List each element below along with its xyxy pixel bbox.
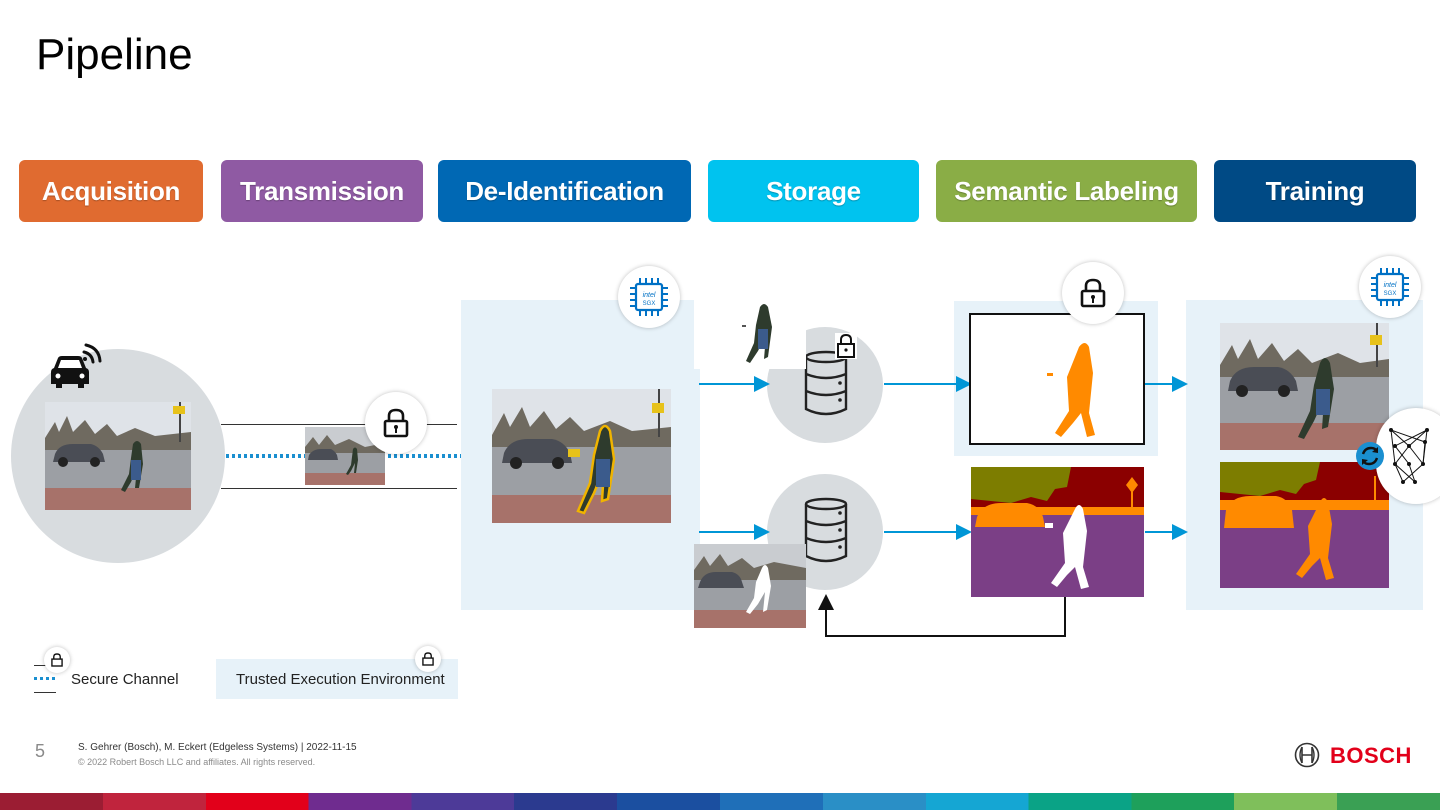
de-identification-photo bbox=[492, 389, 671, 523]
stage-storage: Storage bbox=[708, 160, 919, 222]
sgx-label-text: SGX bbox=[643, 301, 656, 307]
sgx-brand-text: intel bbox=[643, 292, 656, 299]
wireless-signal-icon bbox=[82, 343, 102, 364]
legend-secure-channel: Secure Channel bbox=[71, 671, 179, 688]
intel-sgx-chip-icon: intel SGX bbox=[1371, 268, 1409, 306]
sgx-label-text: SGX bbox=[1384, 291, 1397, 297]
training-sgx-badge: intel SGX bbox=[1359, 256, 1421, 318]
de-identification-sgx-badge: intel SGX bbox=[618, 266, 680, 328]
footer-authors: S. Gehrer (Bosch), M. Eckert (Edgeless S… bbox=[78, 742, 357, 753]
labeling-person-mask bbox=[969, 313, 1145, 445]
transmission-line-bottom bbox=[221, 488, 457, 489]
bosch-logo-icon bbox=[1294, 742, 1320, 768]
stage-semantic-labeling: Semantic Labeling bbox=[936, 160, 1197, 222]
footer-copyright: © 2022 Robert Bosch LLC and affiliates. … bbox=[78, 757, 316, 767]
bottom-color-bar bbox=[0, 793, 1440, 810]
stage-de-identification: De-Identification bbox=[438, 160, 691, 222]
labeling-lock-badge bbox=[1062, 262, 1124, 324]
legend-tee-lock-badge bbox=[415, 646, 441, 672]
transmission-line-top bbox=[221, 424, 457, 425]
storage-anonymized-photo bbox=[694, 544, 806, 628]
stage-training: Training bbox=[1214, 160, 1416, 222]
sync-icon bbox=[1356, 442, 1384, 470]
transmission-lock-badge bbox=[365, 392, 427, 454]
storage-person-crop bbox=[694, 285, 806, 369]
stage-transmission: Transmission bbox=[221, 160, 423, 222]
legend-dots bbox=[34, 677, 58, 680]
bosch-logo-text: BOSCH bbox=[1330, 743, 1412, 768]
lock-icon bbox=[422, 652, 434, 666]
database-icon bbox=[804, 497, 848, 563]
slide-title: Pipeline bbox=[36, 30, 193, 79]
acquisition-street-photo bbox=[45, 402, 191, 510]
car-icon bbox=[51, 343, 102, 388]
labeling-segmentation-map bbox=[971, 467, 1144, 597]
legend-lock-badge bbox=[44, 647, 70, 673]
lock-icon bbox=[1080, 278, 1106, 308]
lock-icon bbox=[51, 653, 63, 667]
lock-icon bbox=[383, 408, 409, 438]
stage-acquisition: Acquisition bbox=[19, 160, 203, 222]
lock-icon bbox=[835, 333, 857, 359]
database-icon bbox=[804, 350, 848, 416]
legend-tee: Trusted Execution Environment bbox=[236, 671, 445, 688]
training-street-photo bbox=[1220, 323, 1389, 450]
page-number: 5 bbox=[35, 741, 46, 761]
sgx-brand-text: intel bbox=[1384, 282, 1397, 289]
neural-network-badge bbox=[1376, 408, 1440, 504]
training-segmentation-map bbox=[1220, 462, 1389, 588]
legend-line-bottom bbox=[34, 692, 56, 693]
neural-network-icon bbox=[1389, 428, 1429, 484]
intel-sgx-chip-icon: intel SGX bbox=[630, 278, 668, 316]
